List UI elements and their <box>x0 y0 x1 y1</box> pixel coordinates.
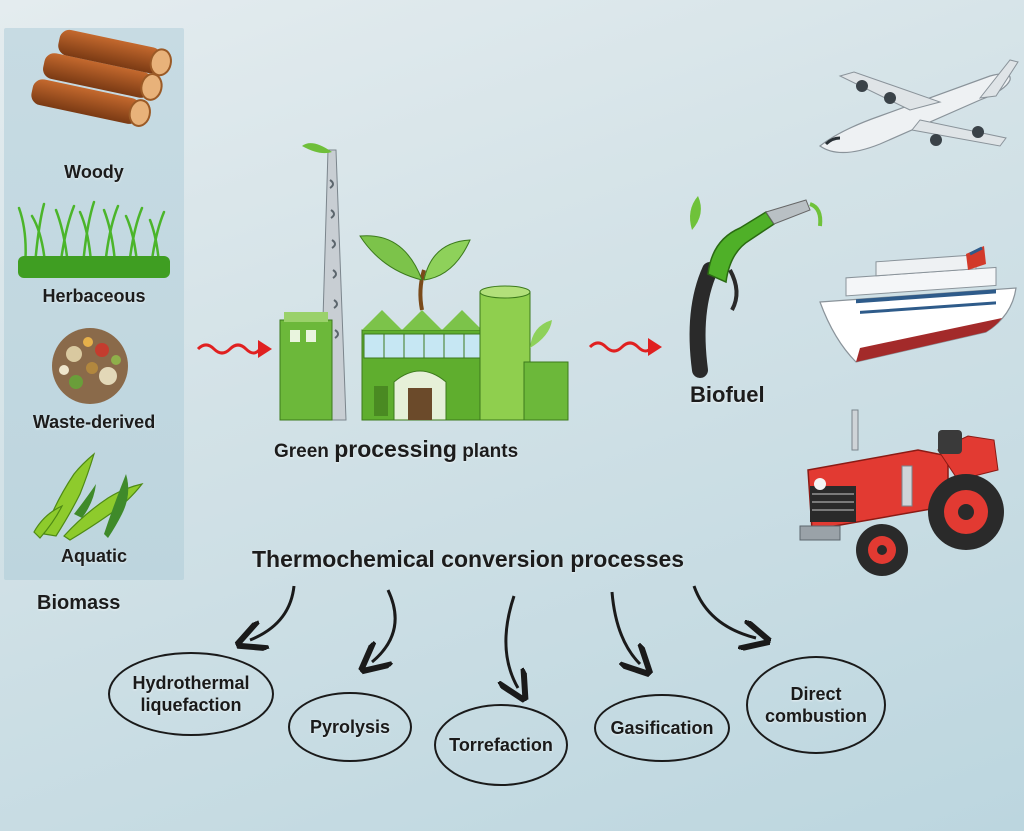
process-label: Gasification <box>610 718 714 738</box>
biofuel-label: Biofuel <box>690 382 765 407</box>
airplane-icon <box>818 59 1019 154</box>
arrow-biomass-to-plant <box>196 340 272 358</box>
tractor-icon <box>799 409 1004 576</box>
fuel-nozzle-icon <box>689 196 823 378</box>
arrow-to-torrefaction <box>506 595 518 688</box>
process-gasification: Gasification <box>594 694 730 762</box>
grass-icon <box>17 200 170 278</box>
green-processing-plant-icon <box>279 143 569 421</box>
process-label: Direct <box>790 684 842 704</box>
biomass-label-waste-derived: Waste-derived <box>32 412 156 432</box>
conversion-title: Thermochemical conversion processes <box>252 546 685 572</box>
plant-label: Green processing plants <box>274 436 518 463</box>
arrow-plant-to-biofuel <box>588 338 662 356</box>
process-label: combustion <box>765 706 867 726</box>
arrow-to-gasification <box>610 591 640 664</box>
process-torrefaction: Torrefaction <box>434 704 568 786</box>
plant-label-pre: Green <box>274 441 335 462</box>
cruise-ship-icon <box>819 246 1017 363</box>
biomass-label-woody: Woody <box>64 162 124 182</box>
wood-logs-icon <box>31 29 172 127</box>
process-label: liquefaction <box>140 695 242 715</box>
process-label: Torrefaction <box>449 735 553 755</box>
biomass-label-aquatic: Aquatic <box>60 546 127 566</box>
process-pyrolysis: Pyrolysis <box>288 692 412 762</box>
plant-label-post: plants <box>456 441 519 462</box>
process-label: Pyrolysis <box>309 717 391 737</box>
arrow-to-hydrothermal <box>250 585 296 640</box>
arrow-to-direct-combustion <box>692 585 756 638</box>
biomass-panel: Woody Herbaceous Waste-derived Aqu <box>4 28 184 580</box>
biomass-label-herbaceous: Herbaceous <box>42 286 146 306</box>
waste-pile-icon <box>52 328 128 404</box>
process-label: Hydrothermal <box>132 673 250 693</box>
plant-label-bold: processing <box>334 436 457 462</box>
arrow-to-pyrolysis <box>372 589 397 662</box>
biomass-title: Biomass <box>37 592 121 614</box>
seaweed-icon <box>33 452 144 541</box>
